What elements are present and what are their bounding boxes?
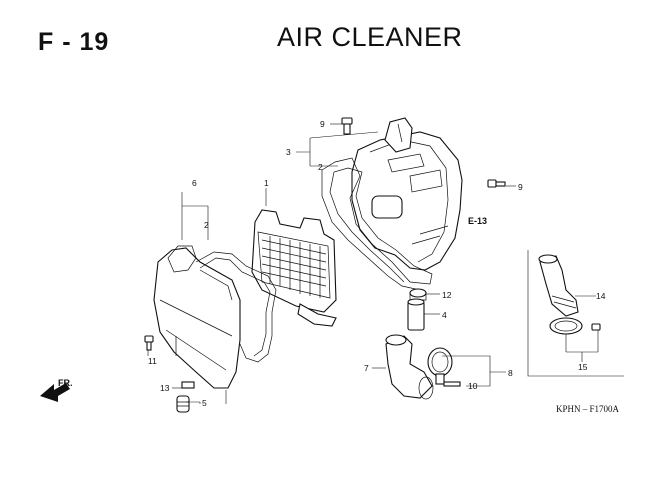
label-part-3: 3 xyxy=(286,147,291,157)
connecting-tube-7 xyxy=(385,334,434,400)
label-part-11: 11 xyxy=(148,356,157,366)
label-part-14: 14 xyxy=(596,291,606,301)
label-part-8: 8 xyxy=(508,368,513,378)
clamp-screw-15 xyxy=(591,323,601,331)
label-part-2-upper: 2 xyxy=(318,162,323,172)
drain-plug-5 xyxy=(176,395,190,413)
inset-box xyxy=(527,250,624,377)
air-cleaner-case-upper xyxy=(351,117,463,271)
screw-9-top xyxy=(341,117,353,135)
case-gasket-upper xyxy=(321,157,433,291)
reference-code: KPHN – F1700A xyxy=(556,404,620,414)
clip-12 xyxy=(409,288,427,301)
screw-11 xyxy=(144,335,154,351)
label-part-1: 1 xyxy=(264,178,269,188)
label-part-9-top: 9 xyxy=(320,119,325,129)
label-part-5: 5 xyxy=(202,398,207,408)
front-arrow-icon xyxy=(40,383,70,402)
air-cleaner-case-lower xyxy=(153,245,241,389)
label-part-13: 13 xyxy=(160,383,170,393)
label-part-6: 6 xyxy=(192,178,197,188)
label-part-12: 12 xyxy=(442,290,452,300)
page-title: AIR CLEANER xyxy=(277,22,463,52)
intake-duct-14 xyxy=(538,254,579,317)
front-label: FR. xyxy=(58,378,73,388)
duct-clamp-15 xyxy=(549,317,583,335)
leader-lines xyxy=(147,123,599,404)
case-gasket-lower xyxy=(195,251,277,363)
clip-13 xyxy=(181,381,195,389)
label-part-15: 15 xyxy=(578,362,588,372)
label-ref-e13: E-13 xyxy=(468,216,487,226)
filter-element xyxy=(251,209,337,327)
label-part-7: 7 xyxy=(364,363,369,373)
band-clamp-8 xyxy=(427,347,453,385)
label-part-9-right: 9 xyxy=(518,182,523,192)
page-code: F - 19 xyxy=(38,28,110,56)
tube-4 xyxy=(407,298,425,331)
bolt-10 xyxy=(443,381,461,387)
label-part-10: 10 xyxy=(468,381,478,391)
screw-9-right xyxy=(487,179,506,188)
label-part-2-lower: 2 xyxy=(204,220,209,230)
label-part-4: 4 xyxy=(442,310,447,320)
